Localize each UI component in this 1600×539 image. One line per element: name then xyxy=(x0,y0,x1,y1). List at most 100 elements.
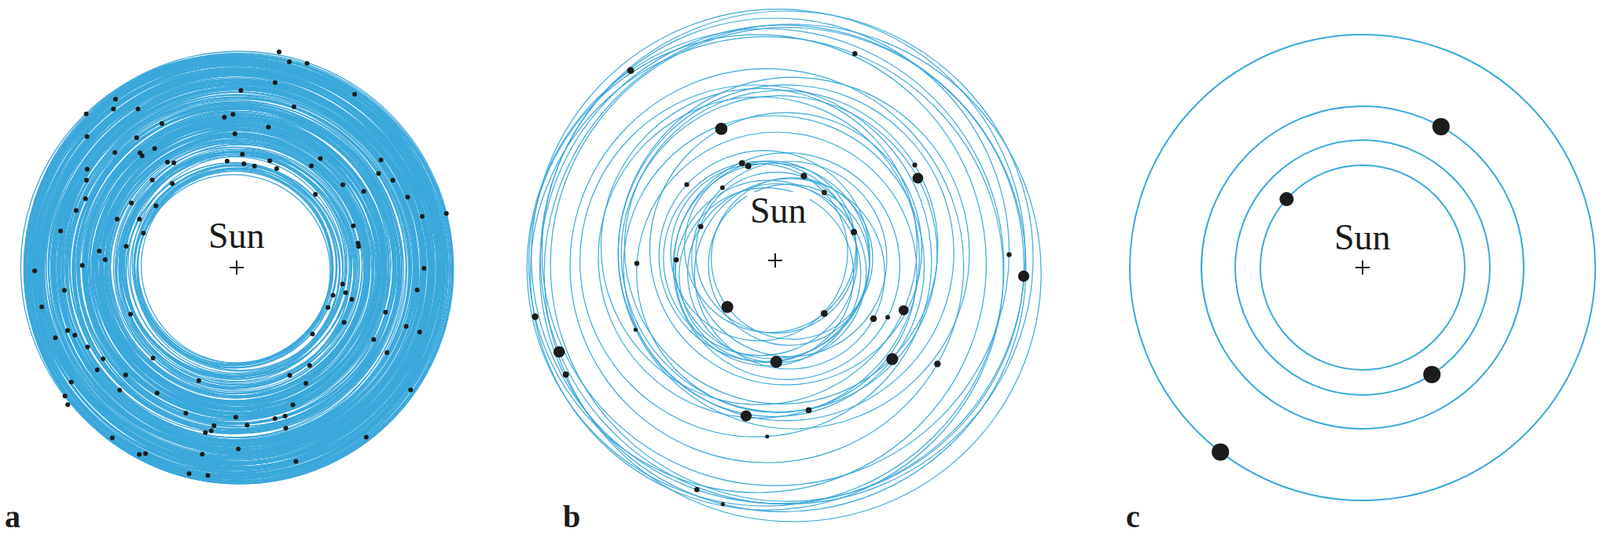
protoplanet xyxy=(912,172,924,184)
planetesimal xyxy=(65,401,70,407)
orbit-line xyxy=(687,183,867,363)
planet xyxy=(1432,117,1450,136)
orbit-line xyxy=(600,88,917,405)
orbit-line xyxy=(673,152,900,379)
orbit-line xyxy=(67,97,410,440)
planetesimal xyxy=(444,210,449,216)
protoplanet xyxy=(886,353,898,365)
planetesimal xyxy=(72,332,78,338)
orbit-line xyxy=(137,165,343,371)
planetesimal xyxy=(58,228,63,233)
protoplanet xyxy=(684,181,689,187)
cross-stroke xyxy=(774,253,777,268)
planetesimal xyxy=(342,320,347,325)
planetesimal xyxy=(272,415,278,421)
planetesimal xyxy=(221,114,227,120)
planetesimal xyxy=(114,217,120,222)
sun-cross xyxy=(1355,260,1370,275)
protoplanet xyxy=(820,309,828,317)
planetesimal xyxy=(238,88,243,93)
planetesimal xyxy=(136,451,142,457)
orbit-line xyxy=(33,68,435,469)
planetesimal xyxy=(110,435,115,441)
panel-letter: c xyxy=(1125,500,1141,533)
planetesimal xyxy=(65,327,70,333)
protoplanet xyxy=(715,122,729,136)
planetesimal xyxy=(205,472,210,478)
orbit-line xyxy=(580,84,932,437)
orbit-line xyxy=(134,169,332,366)
protoplanet xyxy=(912,162,917,168)
planetesimal xyxy=(417,329,423,335)
planetesimal xyxy=(340,281,346,287)
orbit-line xyxy=(55,88,419,453)
orbit-line xyxy=(58,90,419,451)
cross-stroke xyxy=(1361,260,1364,275)
planetesimal xyxy=(356,243,361,249)
orbit-line xyxy=(69,104,396,431)
orbit-line xyxy=(36,72,430,465)
orbit-line xyxy=(83,111,396,424)
orbit-line xyxy=(526,29,1005,507)
orbit-line xyxy=(55,88,416,449)
protoplanet xyxy=(627,66,635,74)
orbit-line xyxy=(78,108,393,423)
orbit-line xyxy=(598,96,920,418)
orbit-line xyxy=(77,103,398,424)
planetesimal xyxy=(272,80,278,85)
orbit-line xyxy=(38,70,435,467)
planetesimal xyxy=(244,422,250,427)
planetesimal xyxy=(83,196,89,202)
planet xyxy=(1423,365,1441,383)
sun-cross xyxy=(768,253,783,268)
protoplanet xyxy=(694,486,700,493)
cross-stroke xyxy=(235,260,238,275)
planetesimal xyxy=(378,157,384,162)
orbit-line xyxy=(540,25,1027,512)
orbit-line xyxy=(624,90,938,405)
protoplanet xyxy=(634,261,640,266)
planetesimal xyxy=(382,309,388,315)
planetesimal xyxy=(283,425,289,431)
orbit-line xyxy=(37,70,432,465)
planetesimal xyxy=(73,207,79,213)
planetesimal xyxy=(404,194,410,199)
orbit-line xyxy=(1260,165,1465,370)
protoplanet xyxy=(745,162,752,170)
orbit-line xyxy=(133,164,337,368)
planetesimal xyxy=(123,372,129,378)
planetesimal xyxy=(267,158,273,163)
orbit-line xyxy=(97,128,381,412)
protoplanet xyxy=(673,257,679,262)
orbit-line xyxy=(617,84,954,421)
protoplanet xyxy=(553,345,566,358)
planetesimal xyxy=(196,378,202,383)
planetesimal xyxy=(128,200,134,206)
planetesimal xyxy=(265,125,271,130)
planetesimal xyxy=(202,430,208,435)
orbit-line xyxy=(674,162,870,358)
protoplanet xyxy=(1006,251,1012,257)
planetesimal xyxy=(143,451,148,457)
planetesimal xyxy=(307,363,313,368)
planetesimal xyxy=(312,191,318,197)
orbit-line xyxy=(56,87,416,447)
orbit-line xyxy=(40,74,430,464)
protoplanet xyxy=(885,314,891,320)
planetesimal xyxy=(343,290,349,295)
planetesimal xyxy=(291,104,297,110)
orbit-line xyxy=(530,36,1004,510)
planetesimal xyxy=(233,414,239,420)
orbit-line xyxy=(1201,106,1524,429)
planetesimal xyxy=(199,451,205,457)
planetesimal xyxy=(235,446,241,452)
planetesimal xyxy=(112,150,118,155)
planetesimal xyxy=(165,159,170,165)
planetesimal xyxy=(340,182,346,188)
orbit-line xyxy=(132,155,347,371)
orbit-line xyxy=(623,115,925,417)
planetesimal xyxy=(128,311,133,317)
planetesimal xyxy=(84,344,90,350)
